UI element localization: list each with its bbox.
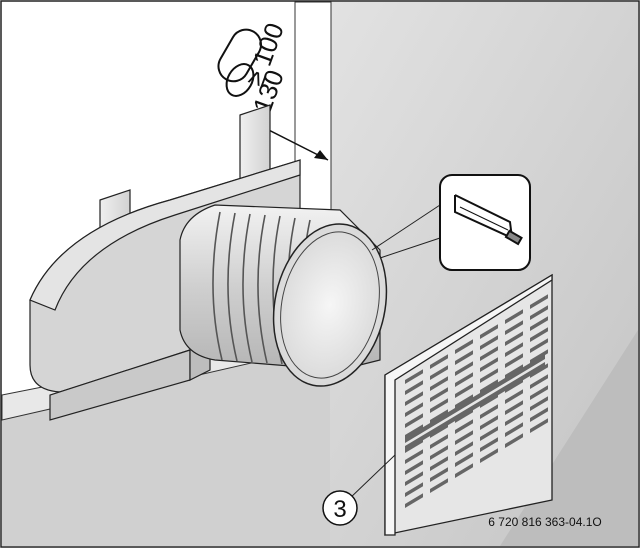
grille-slot <box>455 430 473 445</box>
grille-slot <box>530 374 548 389</box>
grille-slot <box>405 424 423 439</box>
grille-slot <box>405 402 423 417</box>
grille-slot <box>530 294 548 309</box>
grille-slot <box>455 463 473 478</box>
grille-slot <box>455 383 473 398</box>
grille-slot <box>505 400 523 415</box>
grille-slot <box>505 309 523 324</box>
callout-line-top <box>371 204 441 251</box>
grille-slot <box>405 493 423 508</box>
callout-3-circle <box>322 490 358 526</box>
grille-slot <box>430 445 448 460</box>
grille-slot <box>505 389 523 404</box>
grille-slot <box>480 448 498 463</box>
grille-slot <box>455 441 473 456</box>
grille-slot <box>430 398 448 413</box>
grille-slot <box>405 471 423 486</box>
grille-slot <box>480 335 498 350</box>
grille-slots <box>405 294 548 508</box>
round-shape-icon <box>225 63 255 97</box>
grille-slot <box>505 353 523 368</box>
grille-slot <box>430 467 448 482</box>
callout-3-number: 3 <box>333 496 346 523</box>
grille-slot <box>530 418 548 433</box>
grille-slot <box>455 339 473 354</box>
grille-slot <box>405 369 423 384</box>
grille-slot <box>480 426 498 441</box>
dimension-ovals <box>217 28 262 97</box>
grille-slot <box>405 482 423 497</box>
grille-slot <box>505 422 523 437</box>
grille-slot <box>505 364 523 379</box>
pipe-opening <box>272 223 388 387</box>
grille-slot <box>530 407 548 422</box>
grille-slot <box>455 372 473 387</box>
grille-slot <box>505 342 523 357</box>
grille-slot <box>505 378 523 393</box>
grille-slot <box>505 320 523 335</box>
grille-slot <box>455 408 473 423</box>
grille-slot <box>480 368 498 383</box>
callout-line-bottom <box>379 237 441 259</box>
cover-grille <box>384 273 553 536</box>
grille-slot <box>405 449 423 464</box>
grille-slot <box>455 394 473 409</box>
oval-shape-icon <box>217 28 262 83</box>
grille-bar <box>405 354 545 443</box>
grille-slot <box>530 305 548 320</box>
grille-slot <box>430 409 448 424</box>
grille-slot <box>480 379 498 394</box>
grille-slot <box>480 437 498 452</box>
grille-slot <box>480 415 498 430</box>
grille-slot <box>530 327 548 342</box>
grille-slot <box>530 363 548 378</box>
grille-slot <box>530 338 548 353</box>
grille-slot <box>430 365 448 380</box>
grille-slot <box>505 433 523 448</box>
grille-slot <box>405 380 423 395</box>
grille-slot <box>405 460 423 475</box>
grille-slot <box>480 404 498 419</box>
callout-3-line <box>347 454 396 501</box>
grille-slot <box>530 316 548 331</box>
grille-slot <box>480 357 498 372</box>
hacksaw-icon <box>454 194 523 246</box>
grille-slot <box>430 423 448 438</box>
pipe-opening-inner <box>280 231 380 379</box>
grille-slot <box>430 354 448 369</box>
grille-slot <box>430 434 448 449</box>
grille-slot <box>405 413 423 428</box>
floor-plane <box>2 330 330 546</box>
grille-slot <box>480 393 498 408</box>
grille-slot <box>530 349 548 364</box>
figure-code: 6 720 816 363-04.1O <box>488 515 601 529</box>
grille-slot <box>405 438 423 453</box>
grille-slot <box>455 350 473 365</box>
dimension-arrowhead <box>314 150 328 160</box>
grille-slot <box>530 385 548 400</box>
saw-detail-box <box>439 174 531 271</box>
grille-slot <box>505 331 523 346</box>
grille-slot <box>430 387 448 402</box>
grille-slot <box>455 419 473 434</box>
grille-slot <box>455 361 473 376</box>
grille-slot <box>505 411 523 426</box>
grille-slot <box>480 346 498 361</box>
grille-slot <box>455 452 473 467</box>
grille-slot <box>530 396 548 411</box>
grille-slot <box>430 376 448 391</box>
grille-slot <box>430 478 448 493</box>
grille-slot <box>430 456 448 471</box>
grille-slot <box>405 391 423 406</box>
grille-slot <box>480 324 498 339</box>
